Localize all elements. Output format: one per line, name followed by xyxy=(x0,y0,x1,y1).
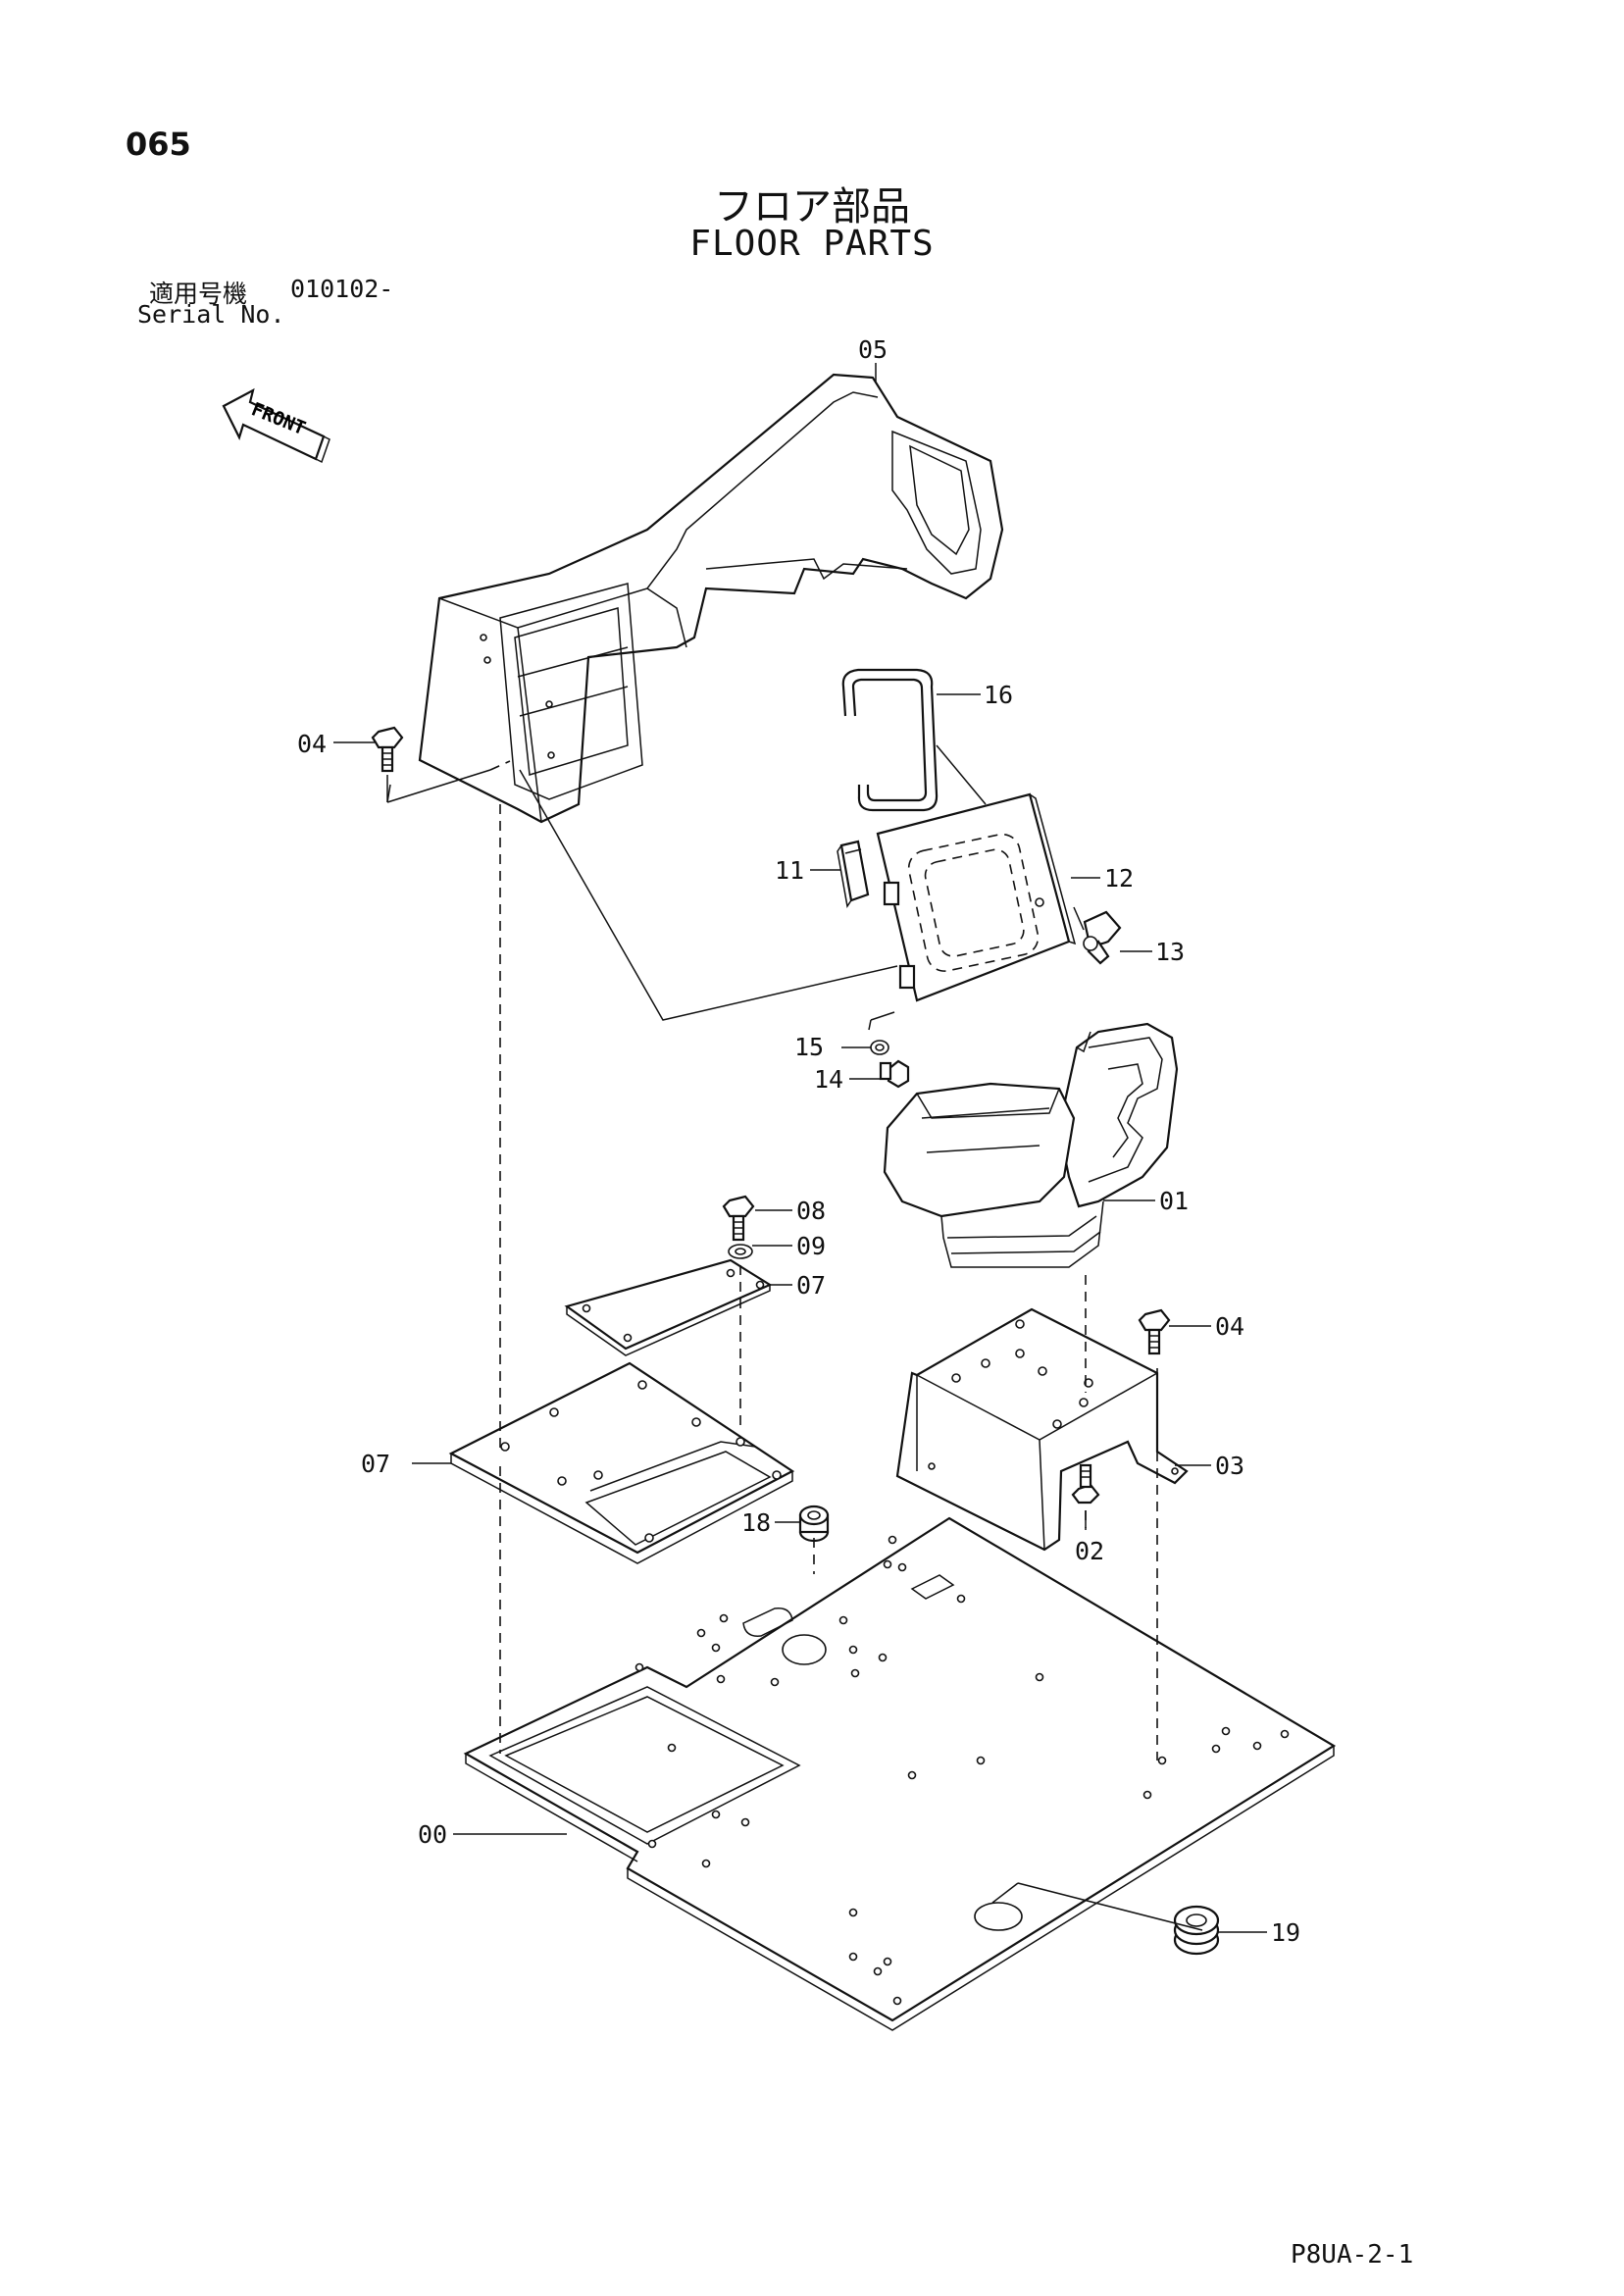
part-04-bolt-left xyxy=(371,726,404,773)
callout-labels: 04 05 16 11 12 13 15 14 01 08 09 07 04 0… xyxy=(297,335,1300,1947)
callout-15: 15 xyxy=(794,1033,824,1061)
serial-value: 010102- xyxy=(290,275,394,303)
callout-18: 18 xyxy=(741,1508,771,1537)
footer-code: P8UA-2-1 xyxy=(1291,2240,1414,2270)
part-19-grommet xyxy=(1173,1905,1220,1956)
assembly-guide-line xyxy=(489,760,511,771)
callout-14: 14 xyxy=(814,1065,843,1094)
callout-04-right: 04 xyxy=(1215,1312,1244,1341)
callout-08: 08 xyxy=(796,1197,826,1225)
page-title-en: FLOOR PARTS xyxy=(689,224,935,264)
callout-09: 09 xyxy=(796,1232,826,1260)
part-12-seat-back-panel xyxy=(868,792,1077,1031)
callout-06: 07 xyxy=(796,1271,826,1300)
serial-label-en: Serial No. xyxy=(137,300,285,329)
part-01-operator-seat xyxy=(883,1022,1179,1268)
assembly-guide-line xyxy=(519,769,898,1021)
part-08-bolt xyxy=(722,1195,755,1242)
part-00-floor-plate xyxy=(463,1516,1337,2031)
callout-04-left: 04 xyxy=(297,730,327,758)
part-07-sub-floor-plate xyxy=(448,1361,795,1564)
callout-02: 02 xyxy=(1075,1537,1104,1565)
part-18-grommet xyxy=(798,1505,830,1543)
callout-05: 05 xyxy=(858,335,888,364)
callout-19: 19 xyxy=(1271,1918,1300,1947)
page-title-jp: フロア部品 xyxy=(714,184,910,230)
callout-12: 12 xyxy=(1104,864,1134,893)
part-05-console-cover xyxy=(418,373,1004,824)
callout-00: 00 xyxy=(418,1820,447,1849)
callout-07: 07 xyxy=(361,1450,390,1478)
serial-label-jp: 適用号機 xyxy=(149,280,248,308)
front-arrow-icon: FRONT xyxy=(222,387,330,464)
assembly-guide-line xyxy=(386,769,491,803)
part-11-latch-pad xyxy=(837,840,870,908)
alignment-lines xyxy=(386,775,1158,1760)
part-04-bolt-right xyxy=(1138,1308,1171,1355)
part-09-washer xyxy=(728,1244,753,1259)
callout-01: 01 xyxy=(1159,1187,1189,1215)
part-06-cover-plate xyxy=(564,1258,773,1356)
part-15-washer xyxy=(870,1040,889,1055)
callout-03: 03 xyxy=(1215,1452,1244,1480)
callout-16: 16 xyxy=(984,681,1013,709)
callout-11: 11 xyxy=(775,856,804,885)
part-13-knob xyxy=(1073,906,1122,965)
leader-lines xyxy=(333,363,1267,1933)
part-16-grab-handle xyxy=(841,668,987,812)
callout-13: 13 xyxy=(1155,938,1185,966)
part-14-bolt xyxy=(879,1059,910,1089)
page-number: 065 xyxy=(126,126,191,163)
part-02-bolt xyxy=(1071,1463,1100,1505)
part-03-seat-stand xyxy=(895,1307,1189,1552)
